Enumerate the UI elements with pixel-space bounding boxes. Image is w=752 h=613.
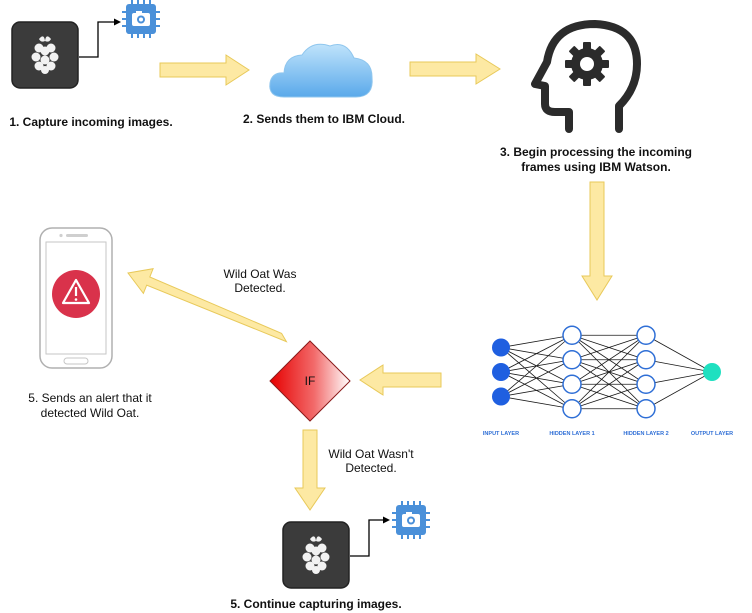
step-continue-label: 5. Continue capturing images. bbox=[230, 597, 401, 611]
arrow-cloud-to-watson bbox=[409, 53, 501, 85]
network-edge bbox=[571, 334, 647, 385]
hidden-node bbox=[562, 350, 582, 370]
step-send-label: 2. Sends them to IBM Cloud. bbox=[243, 112, 405, 126]
network-edge bbox=[571, 334, 647, 410]
raspberry-pi-icon bbox=[11, 21, 79, 89]
raspberry-pi-icon bbox=[282, 521, 350, 589]
network-edge bbox=[645, 371, 713, 385]
detected-label-1: Wild Oat Was bbox=[224, 267, 297, 281]
input-node bbox=[492, 387, 510, 406]
network-edge bbox=[500, 383, 573, 397]
layer-label-input: INPUT LAYER bbox=[483, 431, 519, 437]
camera-module-icon bbox=[391, 500, 431, 540]
not-detected-label-1: Wild Oat Wasn't bbox=[328, 447, 414, 461]
hidden-node bbox=[636, 374, 656, 394]
arrow-network-to-decision bbox=[359, 364, 442, 396]
network-connections bbox=[500, 334, 713, 410]
step-process-label-1: 3. Begin processing the incoming bbox=[500, 145, 692, 159]
step-alert-label-1: 5. Sends an alert that it bbox=[28, 391, 152, 405]
brain-gear-icon bbox=[531, 20, 641, 133]
hidden-node bbox=[562, 399, 582, 419]
decision-diamond: IF bbox=[269, 340, 351, 422]
step-process-label-2: frames using IBM Watson. bbox=[521, 160, 671, 174]
network-nodes bbox=[492, 325, 721, 419]
cloud-icon bbox=[269, 43, 373, 98]
camera-connector bbox=[350, 519, 387, 557]
not-detected-label-2: Detected. bbox=[345, 461, 396, 475]
network-edge bbox=[571, 359, 647, 410]
input-node bbox=[492, 363, 510, 381]
warning-icon bbox=[52, 270, 100, 318]
arrow-decision-to-continue bbox=[294, 429, 326, 511]
network-edge bbox=[571, 383, 647, 410]
detected-label-2: Detected. bbox=[234, 281, 285, 295]
step-alert-label-2: detected Wild Oat. bbox=[41, 406, 140, 420]
hidden-node bbox=[636, 399, 656, 419]
decision-label: IF bbox=[305, 374, 316, 388]
layer-label-hidden-2: HIDDEN LAYER 2 bbox=[623, 431, 668, 437]
network-edge bbox=[500, 396, 573, 410]
network-edge bbox=[500, 359, 573, 397]
network-edge bbox=[645, 359, 713, 373]
network-edge bbox=[500, 334, 573, 397]
arrow-watson-to-network bbox=[581, 181, 613, 301]
network-edge bbox=[500, 334, 573, 373]
network-edge bbox=[645, 371, 713, 410]
input-node bbox=[492, 338, 510, 357]
output-node bbox=[703, 363, 721, 381]
neural-network-diagram: INPUT LAYER HIDDEN LAYER 1 HIDDEN LAYER … bbox=[483, 325, 733, 437]
network-edge bbox=[571, 334, 647, 361]
camera-module-icon bbox=[121, 0, 161, 39]
hidden-node bbox=[562, 374, 582, 394]
hidden-node bbox=[636, 325, 656, 345]
arrow-decision-to-alert bbox=[127, 268, 288, 343]
arrow-capture-to-cloud bbox=[159, 54, 250, 86]
camera-connector bbox=[79, 21, 118, 58]
network-edge bbox=[500, 334, 573, 348]
layer-label-hidden-1: HIDDEN LAYER 1 bbox=[549, 431, 594, 437]
hidden-node bbox=[636, 350, 656, 370]
network-edge bbox=[645, 334, 713, 373]
step-capture-label: 1. Capture incoming images. bbox=[9, 115, 172, 129]
hidden-node bbox=[562, 325, 582, 345]
layer-label-output: OUTPUT LAYER bbox=[691, 431, 733, 437]
